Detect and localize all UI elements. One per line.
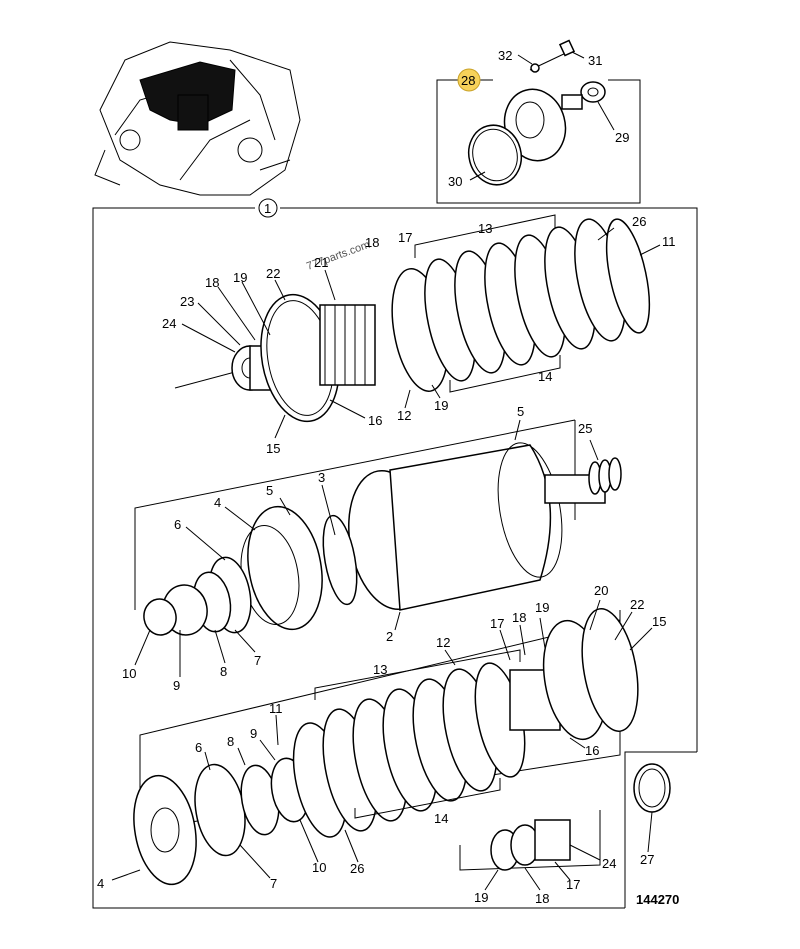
callout-19a: 19 — [233, 270, 247, 285]
callout-8b: 8 — [227, 734, 234, 749]
callout-28: 28 — [461, 73, 475, 88]
callout-5a: 5 — [517, 404, 524, 419]
callout-14a: 14 — [538, 369, 552, 384]
callout-9a: 9 — [173, 678, 180, 693]
callout-17c: 17 — [566, 877, 580, 892]
callout-18c: 18 — [512, 610, 526, 625]
callout-5b: 5 — [266, 483, 273, 498]
callout-11b: 11 — [269, 701, 283, 716]
callout-16b: 16 — [585, 743, 599, 758]
callout-21: 21 — [314, 255, 328, 270]
callout-31: 31 — [588, 53, 602, 68]
callout-13b: 13 — [373, 662, 387, 677]
frame-marker — [258, 198, 278, 218]
callout-6a: 6 — [174, 517, 181, 532]
callout-19c: 19 — [535, 600, 549, 615]
callout-16a: 16 — [368, 413, 382, 428]
callout-18b: 18 — [205, 275, 219, 290]
callout-27: 27 — [640, 852, 654, 867]
upper-clutch-assembly — [174, 214, 661, 439]
callout-24b: 24 — [602, 856, 616, 871]
callout-4a: 4 — [214, 495, 221, 510]
callout-30: 30 — [448, 174, 462, 189]
callout-29: 29 — [615, 130, 629, 145]
callout-7a: 7 — [254, 653, 261, 668]
callout-6b: 6 — [195, 740, 202, 755]
callout-26a: 26 — [632, 214, 646, 229]
callout-19d: 19 — [474, 890, 488, 905]
main-frame — [92, 207, 698, 909]
lower-clutch-assembly — [111, 599, 671, 891]
callout-10b: 10 — [312, 860, 326, 875]
callout-4b: 4 — [97, 876, 104, 891]
callout-2: 2 — [386, 629, 393, 644]
callout-1: 1 — [264, 201, 271, 216]
callout-14b: 14 — [434, 811, 448, 826]
drawing-number: 144270 — [636, 892, 679, 907]
callout-17b: 17 — [490, 616, 504, 631]
callout-9b: 9 — [250, 726, 257, 741]
callout-3: 3 — [318, 470, 325, 485]
callout-24a: 24 — [162, 316, 176, 331]
callout-17a: 17 — [398, 230, 412, 245]
callout-7b: 7 — [270, 876, 277, 891]
callout-13a: 13 — [478, 221, 492, 236]
callout-12a: 12 — [397, 408, 411, 423]
highlight-marker — [457, 68, 481, 92]
callout-labels: 32 31 28 29 30 1 18 17 13 26 11 21 22 19… — [97, 48, 676, 906]
callout-19b: 19 — [434, 398, 448, 413]
callout-25: 25 — [578, 421, 592, 436]
callout-18d: 18 — [535, 891, 549, 906]
callout-26b: 26 — [350, 861, 364, 876]
callout-12b: 12 — [436, 635, 450, 650]
callout-8a: 8 — [220, 664, 227, 679]
engine-thumbnail — [94, 41, 301, 196]
callout-32: 32 — [498, 48, 512, 63]
inset-detail-box — [436, 39, 641, 204]
callout-10a: 10 — [122, 666, 136, 681]
middle-drum-assembly — [134, 419, 622, 677]
callout-15b: 15 — [652, 614, 666, 629]
callout-22a: 22 — [266, 266, 280, 281]
callout-18a: 18 — [365, 235, 379, 250]
callout-22b: 22 — [630, 597, 644, 612]
callout-11a: 11 — [662, 234, 676, 249]
callout-15a: 15 — [266, 441, 280, 456]
callout-20: 20 — [594, 583, 608, 598]
callout-23: 23 — [180, 294, 194, 309]
